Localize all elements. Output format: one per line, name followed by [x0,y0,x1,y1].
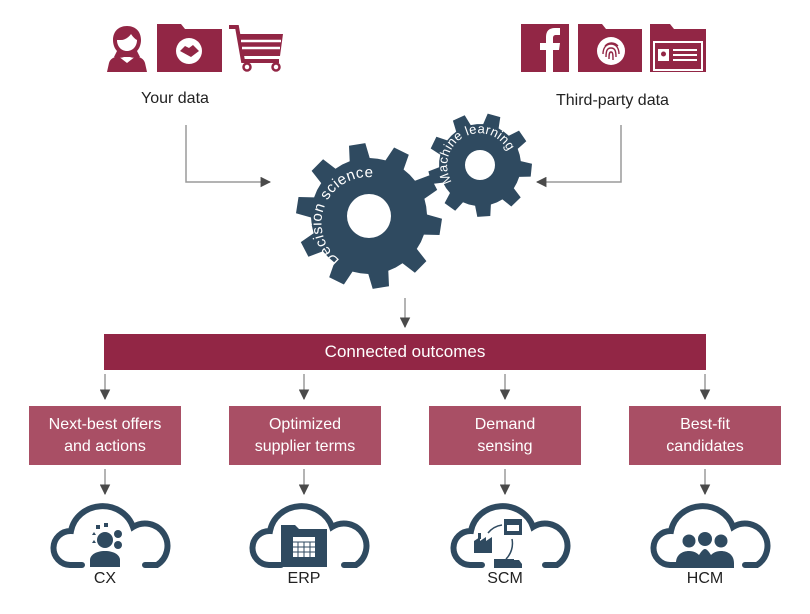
outcome-box-optimized-supplier-terms: Optimized supplier terms [229,406,381,465]
shopping-cart-icon [229,25,283,72]
connected-outcomes-bar: Connected outcomes [104,334,706,370]
facebook-icon [521,24,569,72]
third-party-arrow [535,125,622,188]
outcome-line-2: candidates [666,437,744,455]
app-label-erp: ERP [287,570,321,587]
fingerprint-folder-icon [578,24,642,72]
machine-learning-gear: Machine learning [428,113,532,217]
outcome-line-1: Optimized [268,415,341,433]
person-icon [107,26,147,72]
outcome-box-demand-sensing: Demand sensing [429,406,581,465]
third-party-data-label: Third-party data [556,92,669,109]
decision-science-gear: Decision science [296,143,442,289]
people-cloud-icon [650,503,771,568]
customer-cloud-icon [50,503,171,568]
outcome-line-2: and actions [64,437,146,455]
outcome-box-next-best-offers: Next-best offers and actions [29,406,181,465]
app-label-scm: SCM [487,570,523,587]
your-data-label: Your data [141,90,209,107]
outcome-box-best-fit-candidates: Best-fit candidates [629,406,781,465]
supply-chain-cloud-icon [450,503,571,568]
outcome-line-1: Demand [474,415,536,433]
app-label-cx: CX [93,570,117,587]
connected-outcomes-label: Connected outcomes [324,342,486,361]
outcome-line-1: Best-fit [680,415,730,433]
outcome-line-2: sensing [477,437,533,455]
your-data-arrow [185,125,272,188]
calendar-folder-cloud-icon [249,503,370,568]
outcome-line-1: Next-best offers [48,415,162,433]
app-label-hcm: HCM [686,570,724,587]
id-card-folder-icon [650,24,706,72]
outcome-line-2: supplier terms [254,437,356,455]
handshake-folder-icon [157,24,222,72]
